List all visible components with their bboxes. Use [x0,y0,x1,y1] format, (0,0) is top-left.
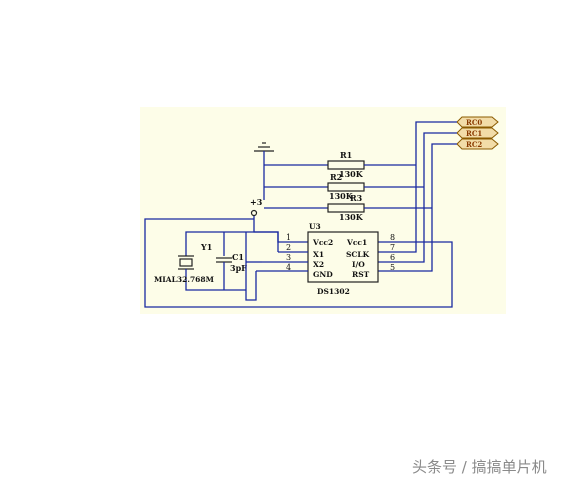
r2-ref: R2 [330,172,342,182]
pin-num-1: 1 [286,233,291,242]
port-rc1: RC1 [456,127,499,139]
wire-rc0 [378,121,457,253]
ic-pin-name-io: I/O [352,260,365,269]
ic-pin-name-vcc2: Vcc2 [312,238,333,247]
pin-num-5: 5 [390,263,395,272]
pin-num-4: 4 [286,263,291,272]
ic-part: DS1302 [317,287,350,296]
crystal-y1: Y1 MIAL32.768M [154,231,279,291]
resistor-r3: R3 130K [264,193,432,222]
r2-value: 130K [329,191,354,201]
x2-wire-b [245,271,257,301]
capacitor-c1: C1 3pF [216,232,247,290]
capacitor-ref: C1 [232,252,244,262]
ic-left-pins: 1 2 3 4 [256,233,308,272]
port-rc2: RC2 [456,138,499,150]
pin-num-2: 2 [286,243,291,252]
crystal-ref: Y1 [200,242,212,252]
ic-pin-name-gnd: GND [313,270,333,279]
ic-pin-name-sclk: SCLK [346,250,370,259]
ic-pin-name-x1: X1 [313,250,324,259]
resistor-r2: R2 130K [264,172,424,201]
wire-rc2 [378,143,457,272]
ic-pin-name-vcc1: Vcc1 [346,238,367,247]
ic-pin-name-rst: RST [352,270,370,279]
r3-ref: R3 [350,193,363,203]
ic-pin-name-x2: X2 [313,260,324,269]
port-rc0: RC0 [456,116,499,128]
watermark-text: 头条号 / 搞搞单片机 [412,458,547,476]
pin-num-7: 7 [390,243,395,252]
r3-value: 130K [339,212,364,222]
port-rc0-label: RC0 [466,118,482,127]
vcc1-loop [144,218,453,308]
pin-num-6: 6 [390,253,395,262]
ic-ref: U3 [309,222,321,231]
wire-rc1 [378,132,457,263]
pin-num-8: 8 [390,233,395,242]
r1-value: 130K [339,169,364,179]
power-label: +3 [250,197,263,207]
schematic-panel [140,107,506,314]
r1-ref: R1 [340,150,352,160]
port-rc2-label: RC2 [466,140,482,149]
ground-symbol [254,142,274,160]
ic-ds1302: U3 DS1302 Vcc2 X1 X2 GND Vcc1 SCLK I/O R… [307,222,379,296]
ic-right-pins: 8 7 6 5 [390,233,395,272]
pin-num-3: 3 [286,253,291,262]
crystal-value: MIAL32.768M [154,275,214,284]
resistor-r1: R1 130K [264,150,416,179]
port-rc1-label: RC1 [466,129,482,138]
capacitor-value: 3pF [230,263,247,273]
